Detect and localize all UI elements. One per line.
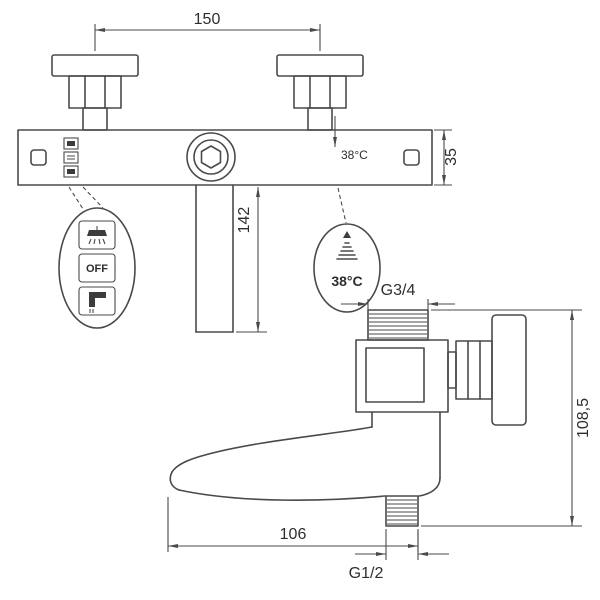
- tap-icon: [89, 292, 106, 313]
- mount-right: [276, 54, 364, 131]
- wall-connection: [447, 314, 527, 426]
- dim-spout-reach-106: 106: [167, 497, 419, 552]
- dim-spout-length-142: 142: [236, 187, 267, 333]
- dim-thread-g12: G1/2: [349, 529, 449, 582]
- dim-label-35: 35: [443, 148, 460, 166]
- dim-body-height-35: 35: [434, 129, 460, 186]
- dim-mount-spacing-150: 150: [94, 11, 321, 51]
- spout-side: [169, 411, 441, 527]
- temp-callout: 38°C: [313, 223, 381, 313]
- off-mode-button: [78, 253, 116, 283]
- temp-marker: 38°C: [333, 116, 368, 224]
- mixer-body: [17, 129, 433, 186]
- temp-increase-arrow-icon: [336, 231, 358, 260]
- temp-callout-label: 38°C: [331, 273, 362, 289]
- dim-total-height-108-5: 108,5: [421, 309, 592, 527]
- controls-callout: OFF: [58, 186, 136, 329]
- outlet-thread: [385, 495, 419, 527]
- thread-bottom-label: G1/2: [349, 565, 384, 582]
- side-view: G3/4: [167, 282, 592, 582]
- dim-label-150: 150: [194, 11, 221, 28]
- dim-label-142: 142: [236, 207, 253, 234]
- mount-left: [51, 54, 139, 131]
- off-label: OFF: [86, 263, 108, 275]
- dim-label-106: 106: [280, 526, 307, 543]
- dim-thread-g34: G3/4: [341, 282, 455, 310]
- hex-screw-icon: [200, 145, 222, 169]
- control-indicator-strip: [63, 137, 79, 178]
- shower-icon: [87, 226, 107, 245]
- spout-front: [195, 184, 234, 333]
- dim-label-108-5: 108,5: [575, 398, 592, 438]
- temp-knob: [186, 132, 236, 182]
- front-view: 150: [17, 11, 460, 333]
- spout-mode-button: [78, 286, 116, 316]
- thread-top-label: G3/4: [381, 282, 416, 299]
- mounting-hole-right: [403, 149, 420, 166]
- valve-block: [355, 339, 449, 413]
- temp-marker-label: 38°C: [341, 148, 368, 162]
- shower-mode-button: [78, 220, 116, 250]
- mounting-hole-left: [30, 149, 47, 166]
- thread-top: [367, 309, 429, 341]
